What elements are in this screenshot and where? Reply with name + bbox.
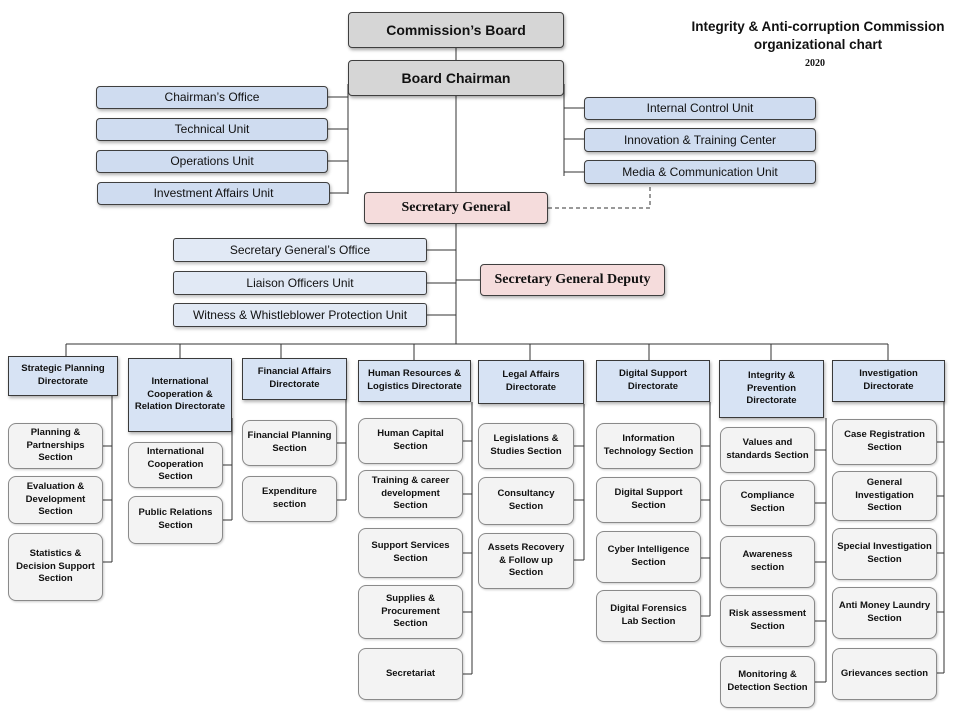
witness-whistleblower-unit-box: Witness & Whistleblower Protection Unit [173, 303, 427, 327]
section-case-registration: Case Registration Section [832, 419, 937, 465]
section-legislations-studies: Legislations & Studies Section [478, 423, 574, 469]
internal-control-unit-box: Internal Control Unit [584, 97, 816, 120]
section-support-services: Support Services Section [358, 528, 463, 578]
media-communication-unit-box: Media & Communication Unit [584, 160, 816, 184]
section-compliance: Compliance Section [720, 480, 815, 526]
section-digital-support: Digital Support Section [596, 477, 701, 523]
section-statistics-decision-support: Statistics & Decision Support Section [8, 533, 103, 601]
chart-year: 2020 [805, 58, 825, 69]
section-values-standards: Values and standards Section [720, 427, 815, 473]
section-grievances: Grievances section [832, 648, 937, 700]
section-human-capital: Human Capital Section [358, 418, 463, 464]
section-digital-forensics-lab: Digital Forensics Lab Section [596, 590, 701, 642]
directorate-financial-affairs: Financial Affairs Directorate [242, 358, 347, 400]
section-financial-planning: Financial Planning Section [242, 420, 337, 466]
section-consultancy: Consultancy Section [478, 477, 574, 525]
directorate-legal-affairs: Legal Affairs Directorate [478, 360, 584, 404]
section-secretariat: Secretariat [358, 648, 463, 700]
operations-unit-box: Operations Unit [96, 150, 328, 173]
directorate-integrity-prevention: Integrity & Prevention Directorate [719, 360, 824, 418]
technical-unit-box: Technical Unit [96, 118, 328, 141]
commissions-board-box: Commission’s Board [348, 12, 564, 48]
chairman-office-box: Chairman’s Office [96, 86, 328, 109]
chart-title: Integrity & Anti-corruption Commission o… [680, 18, 956, 53]
liaison-officers-unit-box: Liaison Officers Unit [173, 271, 427, 295]
chart-title-line2: organizational chart [753, 36, 883, 52]
section-planning-partnerships: Planning & Partnerships Section [8, 423, 103, 469]
secretary-general-box: Secretary General [364, 192, 548, 224]
section-international-cooperation: International Cooperation Section [128, 442, 223, 488]
investment-affairs-unit-box: Investment Affairs Unit [97, 182, 330, 205]
directorate-international-cooperation: International Cooperation & Relation Dir… [128, 358, 232, 432]
innovation-training-center-box: Innovation & Training Center [584, 128, 816, 152]
directorate-digital-support: Digital Support Directorate [596, 360, 710, 402]
section-information-technology: Information Technology Section [596, 423, 701, 469]
section-supplies-procurement: Supplies & Procurement Section [358, 585, 463, 639]
section-public-relations: Public Relations Section [128, 496, 223, 544]
sg-deputy-box: Secretary General Deputy [480, 264, 665, 296]
chart-title-line1: Integrity & Anti-corruption Commission [691, 19, 945, 34]
section-general-investigation: General Investigation Section [832, 471, 937, 521]
section-assets-recovery: Assets Recovery & Follow up Section [478, 533, 574, 589]
sg-office-box: Secretary General’s Office [173, 238, 427, 262]
directorate-investigation: Investigation Directorate [832, 360, 945, 402]
section-expenditure: Expenditure section [242, 476, 337, 522]
board-chairman-box: Board Chairman [348, 60, 564, 96]
section-cyber-intelligence: Cyber Intelligence Section [596, 531, 701, 583]
section-monitoring-detection: Monitoring & Detection Section [720, 656, 815, 708]
section-awareness: Awareness section [720, 536, 815, 588]
section-anti-money-laundry: Anti Money Laundry Section [832, 587, 937, 639]
section-special-investigation: Special Investigation Section [832, 528, 937, 580]
section-risk-assessment: Risk assessment Section [720, 595, 815, 647]
directorate-human-resources: Human Resources & Logistics Directorate [358, 360, 471, 402]
section-training-career: Training & career development Section [358, 470, 463, 518]
section-evaluation-development: Evaluation & Development Section [8, 476, 103, 524]
directorate-strategic-planning: Strategic Planning Directorate [8, 356, 118, 396]
